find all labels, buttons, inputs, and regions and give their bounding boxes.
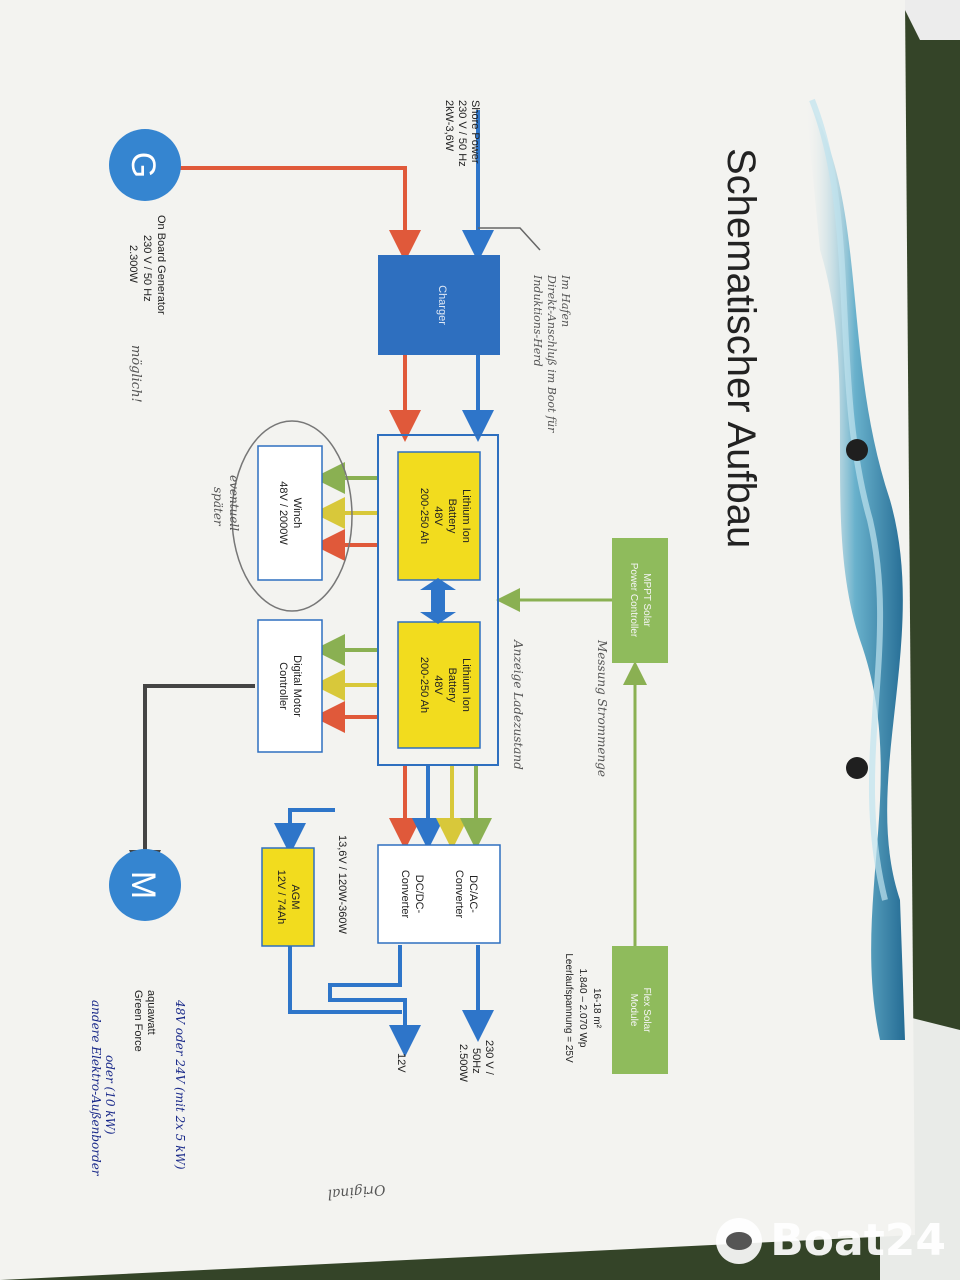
charger-block	[378, 255, 500, 355]
ac-out-line1: 230 V /	[483, 1040, 495, 1076]
boat24-logo-icon	[716, 1217, 763, 1264]
flex-solar-line1: Flex Solar	[641, 987, 652, 1033]
battery1-line4: 200-250 Ah	[418, 488, 430, 544]
dcac-line1: DC/AC-	[467, 875, 479, 913]
winch-circled-note	[231, 420, 353, 612]
note-battery: Anzeige Ladezustand	[511, 639, 525, 770]
solar-spec-line3: Leerlaufspannung = 25V	[563, 953, 574, 1063]
motor-spec-line2: Green Force	[132, 990, 144, 1052]
solar-spec-line1: 16-18 m²	[591, 988, 602, 1029]
battery-1	[397, 451, 481, 581]
mppt-block	[612, 538, 668, 663]
battery2-line3: 48V	[432, 675, 444, 695]
gen-line1: On Board Generator	[155, 215, 167, 315]
flex-solar-block	[612, 946, 668, 1074]
charger-label: Charger	[436, 285, 448, 325]
converter-box	[377, 844, 501, 944]
shore-line2: 230 V / 50 Hz	[456, 100, 468, 167]
note-mppt: Messung Strommenge	[595, 639, 609, 777]
note-shore-1: Im Hafen	[559, 274, 572, 327]
mppt-line1: MPPT Solar	[641, 573, 652, 627]
battery1-line3: 48V	[432, 506, 444, 526]
boat24-watermark: Boat24	[716, 1215, 946, 1266]
shore-line1: Shore Power	[469, 100, 481, 164]
wave-decoration	[805, 95, 905, 1040]
motor-controller-line1: Digital Motor	[291, 655, 303, 717]
battery2-line1: Lithium Ion	[460, 658, 472, 712]
winch-block	[257, 445, 323, 581]
note-winch-1: eventuell	[227, 475, 241, 531]
note-shore-3: Induktions-Herd	[531, 274, 544, 367]
winch-line2: 48V / 2000W	[277, 481, 289, 545]
motor-spec-line1: aquawatt	[145, 990, 157, 1035]
winch-line1: Winch	[291, 498, 303, 529]
note-gen: möglich!	[128, 345, 143, 403]
generator-symbol: G	[124, 152, 162, 178]
punch-hole-1	[846, 439, 868, 461]
agm-line2: 12V / 74Ah	[275, 870, 287, 924]
dcdc-line2: Converter	[399, 870, 411, 919]
note-original: Original	[327, 1181, 386, 1202]
shore-line3: 2kW-3,6W	[443, 100, 455, 152]
battery2-line4: 200-250 Ah	[418, 657, 430, 713]
motor-symbol: M	[124, 871, 162, 899]
diagram-title: Schematischer Aufbau	[719, 148, 763, 548]
flex-solar-line2: Module	[628, 994, 639, 1027]
note-motor-1: 48V oder 24V (mit 2x 5 kW)	[173, 999, 187, 1170]
battery1-line1: Lithium Ion	[460, 489, 472, 543]
battery1-line2: Battery	[446, 499, 458, 534]
motor-circle	[109, 849, 181, 921]
dc-out-label: 12V	[395, 1053, 407, 1073]
agm-line1: AGM	[289, 884, 301, 909]
ac-out-line3: 2.500W	[457, 1044, 469, 1083]
dcac-line2: Converter	[453, 870, 465, 919]
note-motor-3: andere Elektro-Außenborder	[89, 1000, 103, 1177]
punch-hole-2	[846, 757, 868, 779]
agm-block	[261, 847, 315, 947]
battery-bank-box	[377, 434, 499, 766]
battery2-line2: Battery	[446, 668, 458, 703]
note-shore-2: Direkt-Anschluß im Boot für	[545, 274, 558, 433]
motor-controller-line2: Controller	[277, 662, 289, 710]
note-motor-2: oder (10 kW)	[103, 1055, 117, 1135]
motor-controller-block	[257, 619, 323, 753]
generator-circle	[109, 129, 181, 201]
solar-spec-line2: 1.840 – 2.070 Wp	[577, 969, 588, 1048]
dcdc-line1: DC/DC-	[413, 875, 425, 914]
watermark-text: Boat24	[770, 1215, 946, 1266]
note-winch-2: später	[211, 487, 225, 527]
ac-out-line2: 50Hz	[470, 1048, 482, 1074]
agm-charge-label: 13,6V / 120W-360W	[336, 835, 348, 934]
gen-line3: 2.300W	[127, 245, 139, 284]
gen-line2: 230 V / 50 Hz	[141, 235, 153, 302]
mppt-line2: Power Controller	[628, 563, 639, 638]
